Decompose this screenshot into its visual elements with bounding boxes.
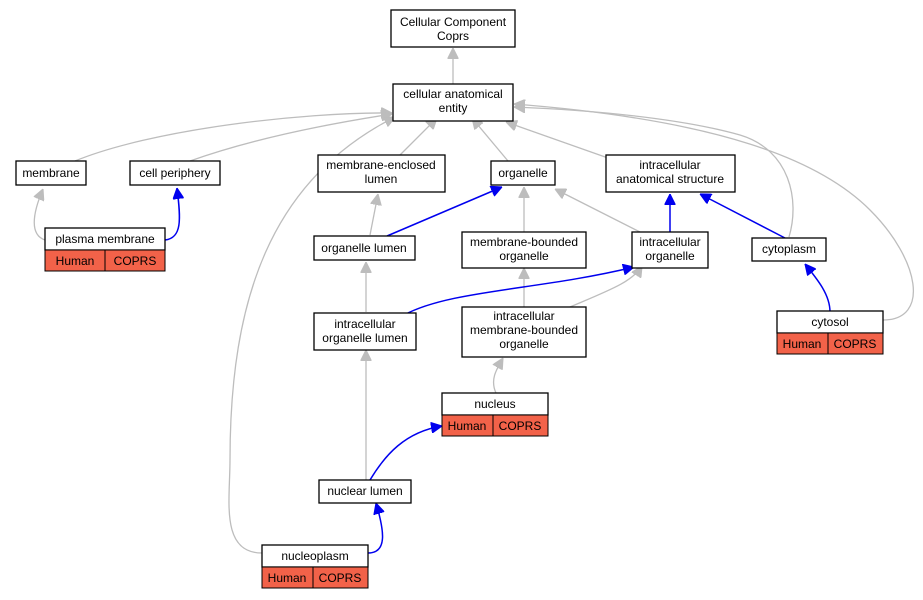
annotation-label-human: Human xyxy=(783,337,822,351)
node-cytosol[interactable]: cytosol Human COPRS xyxy=(776,310,884,355)
edge-organelle-to-cae xyxy=(472,118,509,162)
annotation-cell-coprs xyxy=(312,566,369,589)
node-label-line: organelle lumen xyxy=(322,331,407,345)
node-label-line: organelle lumen xyxy=(321,241,406,255)
node-intracellular-anatomical-structure[interactable]: intracellular anatomical structure xyxy=(605,154,736,193)
node-nucleus[interactable]: nucleus Human COPRS xyxy=(441,392,549,437)
edge-organelle-lumen-part-of-organelle xyxy=(386,187,502,237)
annotation-cell-coprs xyxy=(827,332,884,355)
node-intracellular-organelle-lumen[interactable]: intracellular organelle lumen xyxy=(313,312,417,351)
node-cellular-component-coprs[interactable]: Cellular Component Coprs xyxy=(390,9,516,48)
node-label-line: cellular anatomical xyxy=(403,87,502,101)
edge-plasma-membrane-to-membrane xyxy=(34,189,46,241)
node-label-line: nuclear lumen xyxy=(327,484,402,498)
node-plasma-membrane[interactable]: plasma membrane Human COPRS xyxy=(44,227,166,272)
edge-imbo-to-io xyxy=(569,266,642,308)
edge-membrane-to-cae xyxy=(74,113,392,162)
node-label-line: Coprs xyxy=(437,29,469,43)
node-label-line: plasma membrane xyxy=(55,232,155,246)
edge-io-to-organelle xyxy=(555,188,641,233)
node-label-line: organelle xyxy=(499,249,549,263)
node-label-line: Cellular Component xyxy=(400,15,507,29)
node-label-line: membrane-bounded xyxy=(470,235,578,249)
node-label-line: intracellular xyxy=(639,235,700,249)
node-membrane-bounded-organelle[interactable]: membrane-bounded organelle xyxy=(461,231,587,269)
node-label-line: organelle xyxy=(499,337,549,351)
edge-nucleoplasm-part-of-nuclear-lumen xyxy=(367,503,383,554)
node-cellular-anatomical-entity[interactable]: cellular anatomical entity xyxy=(392,83,514,122)
node-intracellular-organelle[interactable]: intracellular organelle xyxy=(631,231,709,269)
node-label-line: intracellular xyxy=(334,317,395,331)
node-label-line: organelle xyxy=(645,249,695,263)
annotation-cell-coprs xyxy=(104,249,166,272)
annotation-label-coprs: COPRS xyxy=(499,419,542,433)
edge-cytosol-part-of-cytoplasm xyxy=(805,264,831,313)
node-label-line: lumen xyxy=(365,172,398,186)
nodes: Cellular Component Coprs cellular anatom… xyxy=(15,9,884,589)
annotation-cell-coprs xyxy=(492,414,549,437)
node-label-line: membrane-enclosed xyxy=(326,158,435,172)
edge-organelle-lumen-to-mel xyxy=(369,194,378,236)
edge-cell-periphery-to-cae xyxy=(189,114,392,162)
edge-iol-part-of-io xyxy=(403,267,634,316)
node-organelle-lumen[interactable]: organelle lumen xyxy=(313,235,416,261)
node-organelle[interactable]: organelle xyxy=(490,160,556,186)
node-label-line: cytosol xyxy=(811,315,848,329)
edge-ias-to-cae xyxy=(506,122,609,159)
edge-cytoplasm-part-of-ias xyxy=(700,193,786,239)
node-nucleoplasm[interactable]: nucleoplasm Human COPRS xyxy=(261,544,369,589)
node-intracellular-membrane-bounded-organelle[interactable]: intracellular membrane-bounded organelle xyxy=(461,306,587,358)
node-label-line: organelle xyxy=(498,166,548,180)
annotation-label-human: Human xyxy=(268,571,307,585)
node-cytoplasm[interactable]: cytoplasm xyxy=(751,237,827,262)
edges xyxy=(34,48,915,554)
node-label-line: entity xyxy=(439,101,468,115)
node-label-line: nucleus xyxy=(474,397,515,411)
edge-nuclear-lumen-part-of-nucleus xyxy=(369,426,442,481)
node-label-line: cytoplasm xyxy=(762,242,816,256)
node-label-line: nucleoplasm xyxy=(281,549,348,563)
annotation-label-coprs: COPRS xyxy=(834,337,877,351)
edge-cytosol-to-cae xyxy=(514,104,915,321)
annotation-label-human: Human xyxy=(56,254,95,268)
annotation-label-coprs: COPRS xyxy=(114,254,157,268)
node-label-line: intracellular xyxy=(639,158,700,172)
node-cell-periphery[interactable]: cell periphery xyxy=(129,160,221,186)
annotation-label-human: Human xyxy=(448,419,487,433)
node-membrane-enclosed-lumen[interactable]: membrane-enclosed lumen xyxy=(317,154,446,193)
node-label-line: anatomical structure xyxy=(616,172,724,186)
annotation-label-coprs: COPRS xyxy=(319,571,362,585)
node-nuclear-lumen[interactable]: nuclear lumen xyxy=(318,479,412,504)
node-label-line: intracellular xyxy=(493,309,554,323)
edge-plasma-membrane-part-of-cell-periphery xyxy=(164,188,179,241)
node-label-line: membrane-bounded xyxy=(470,323,578,337)
node-label-line: cell periphery xyxy=(139,166,210,180)
node-label-line: membrane xyxy=(22,166,80,180)
node-membrane[interactable]: membrane xyxy=(15,160,87,186)
edge-mel-to-cae xyxy=(399,118,437,156)
edge-nucleus-to-imbo xyxy=(494,358,503,394)
